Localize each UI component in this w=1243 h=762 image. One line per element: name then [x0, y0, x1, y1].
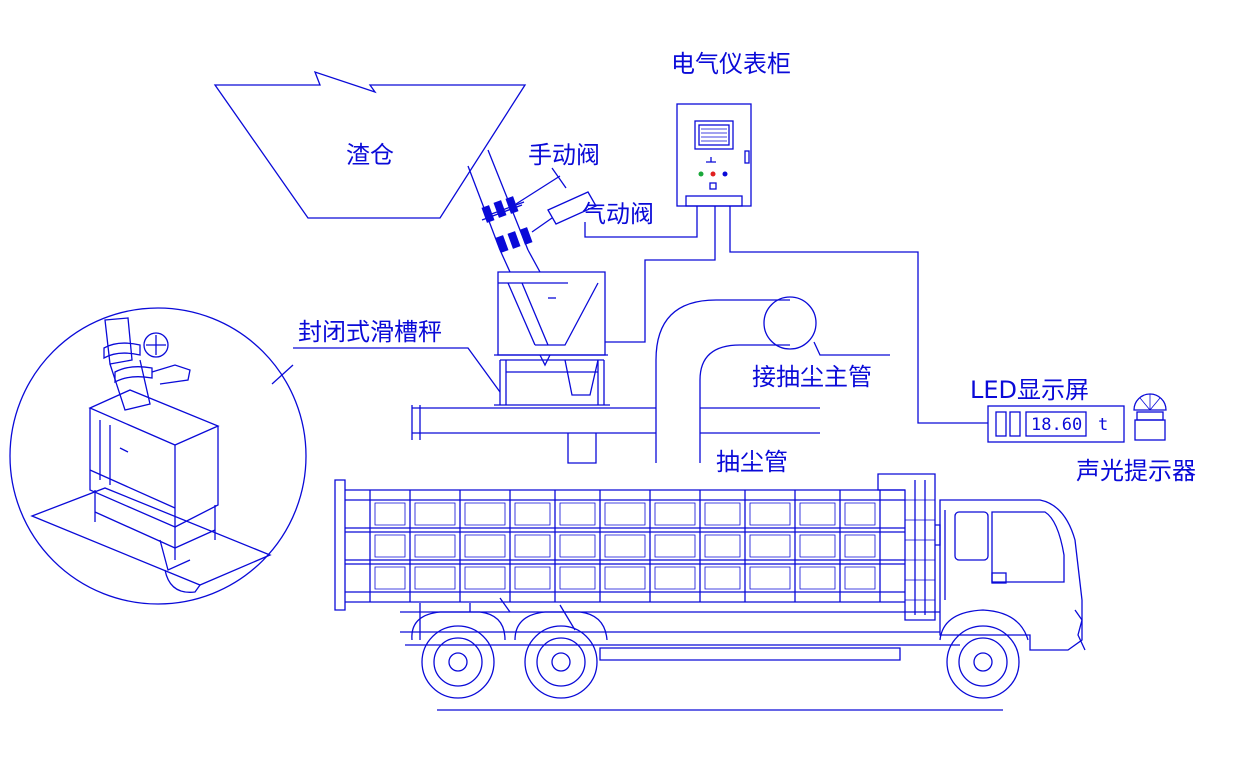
chute-scale-leader — [293, 347, 501, 393]
led-display-unit: t — [1098, 415, 1108, 435]
led-display-label: LED显示屏 — [970, 376, 1089, 404]
detail-view-circle — [9, 307, 307, 605]
control-cabinet — [676, 103, 752, 207]
pneumatic-valve-icon — [495, 191, 597, 253]
control-cabinet-label: 电气仪表柜 — [671, 50, 791, 78]
pneumatic-valve-label: 气动阀 — [582, 200, 654, 228]
dust-pipe — [655, 296, 890, 463]
chute-scale-label: 封闭式滑槽秤 — [298, 318, 442, 346]
alarm-label: 声光提示器 — [1076, 457, 1196, 485]
enclosed-chute-scale — [494, 271, 610, 406]
manual-valve-label: 手动阀 — [528, 141, 600, 169]
slag-bin-label: 渣仓 — [346, 141, 394, 169]
dump-truck — [334, 473, 1086, 711]
dust-main-pipe-label: 接抽尘主管 — [752, 363, 872, 391]
floor-beam — [411, 405, 820, 464]
led-display — [987, 405, 1125, 443]
alarm-icon — [1133, 393, 1167, 441]
manual-valve-icon — [481, 167, 567, 223]
led-display-value: 18.60 — [1031, 415, 1082, 435]
signal-wires — [584, 206, 988, 424]
dust-pipe-label: 抽尘管 — [716, 448, 788, 476]
slag-bin — [213, 70, 527, 219]
